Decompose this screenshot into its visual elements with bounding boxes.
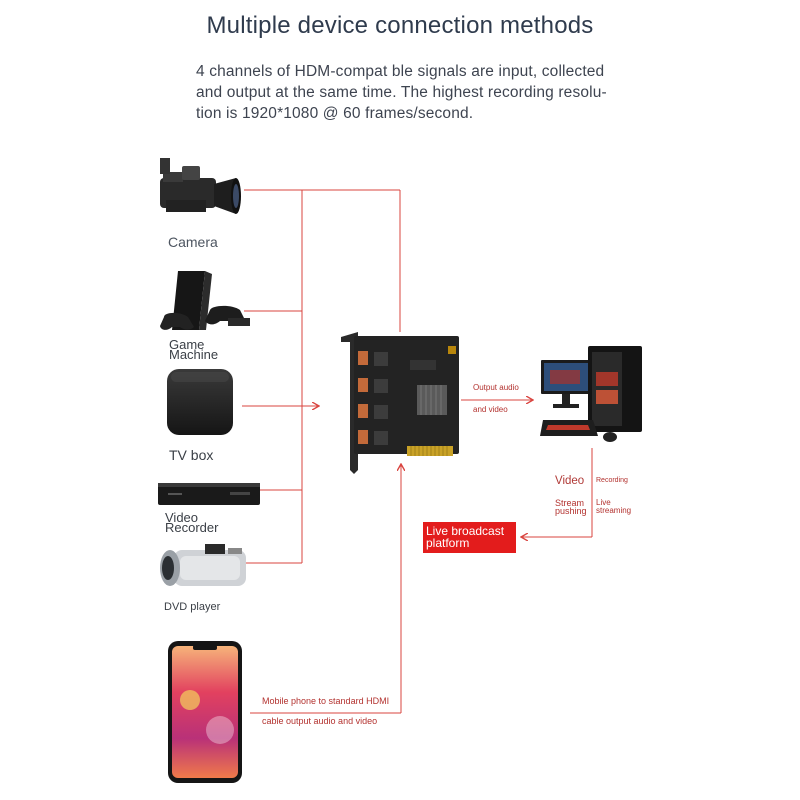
computer-icon xyxy=(540,346,642,442)
dvd-player-label: DVD player xyxy=(164,601,220,613)
output-audio-label: Output audio xyxy=(473,383,519,392)
mobile-label-line-2: cable output audio and video xyxy=(262,716,377,726)
camera-label: Camera xyxy=(168,234,218,250)
dvd-player-icon xyxy=(160,544,246,586)
game-machine-icon xyxy=(160,271,250,330)
mobile-phone-icon xyxy=(168,641,242,783)
stream-pushing-label-line-2: pushing xyxy=(555,506,587,516)
video-label: Video xyxy=(555,475,584,487)
game-machine-label-line-2: Machine xyxy=(169,349,218,360)
live-streaming-label-line-2: streaming xyxy=(596,506,631,515)
video-recorder-label-line-2: Recorder xyxy=(165,522,218,533)
and-video-label: and video xyxy=(473,405,508,414)
capture-card-icon xyxy=(341,332,459,474)
tv-box-label: TV box xyxy=(169,447,213,463)
tv-box-icon xyxy=(167,369,233,435)
camera-icon xyxy=(160,158,241,214)
video-recorder-icon xyxy=(158,483,260,505)
mobile-label-line-1: Mobile phone to standard HDMI xyxy=(262,696,389,706)
recording-label: Recording xyxy=(596,477,628,484)
live-broadcast-label-line-2: platform xyxy=(426,537,516,549)
live-broadcast-platform-box: Live broadcast platform xyxy=(423,522,516,553)
